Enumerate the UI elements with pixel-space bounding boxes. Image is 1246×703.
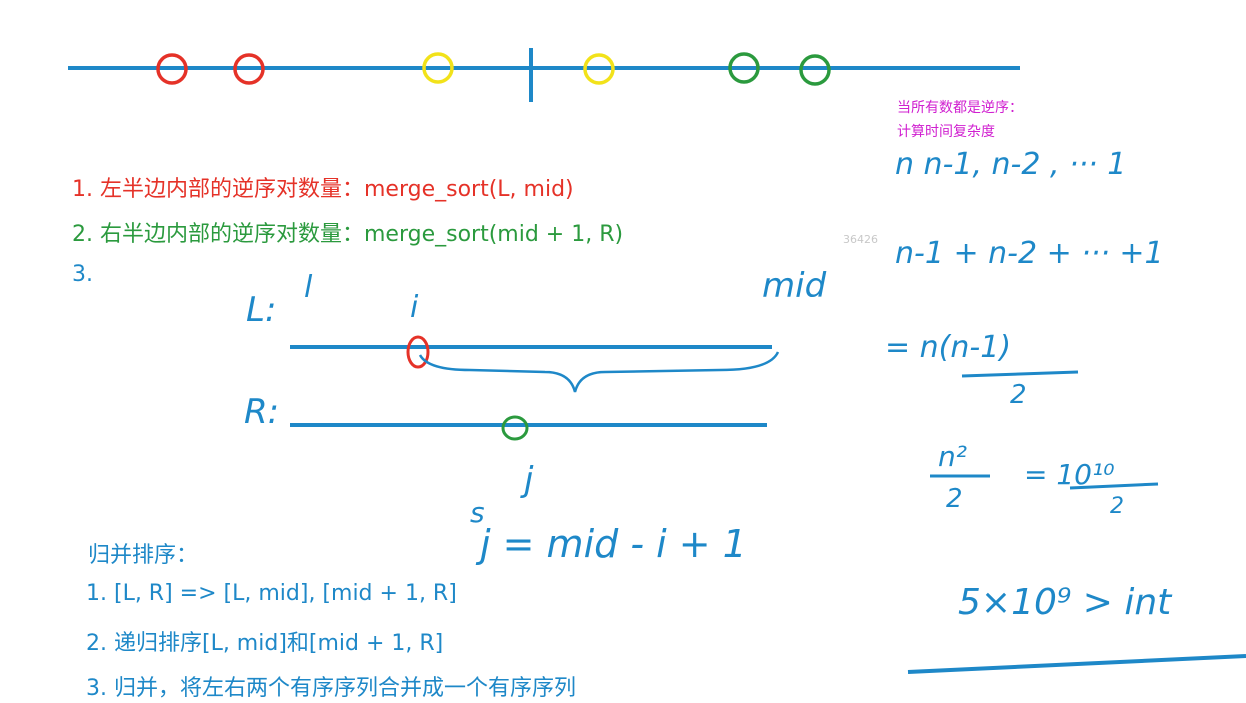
sum-formula-denominator: 2 <box>1010 380 1027 410</box>
i-pointer-circle <box>406 335 430 369</box>
green-circle-1 <box>728 52 760 84</box>
yellow-circle-2 <box>583 53 615 85</box>
label-l: l <box>304 270 313 305</box>
yellow-circle-1 <box>422 52 454 84</box>
fraction-bar-1 <box>961 370 1079 378</box>
merge-sort-step-1: 1. [L, R] => [L, mid], [mid + 1, R] <box>86 581 457 606</box>
left-inversions-text: 1. 左半边内部的逆序对数量：merge_sort(L, mid) <box>72 177 574 202</box>
int-overflow-note: 5×10⁹ > int <box>958 582 1172 623</box>
label-j: j <box>524 460 534 500</box>
red-circle-1 <box>156 53 188 85</box>
watermark-number: 36426 <box>843 233 878 246</box>
j-pointer-circle <box>501 415 529 441</box>
fraction-bar-3 <box>1069 482 1159 490</box>
ten-power-denominator: 2 <box>1110 494 1124 519</box>
merge-sort-title: 归并排序： <box>88 543 199 568</box>
right-inversions-text: 2. 右半边内部的逆序对数量：merge_sort(mid + 1, R) <box>72 222 624 247</box>
n-squared-denominator: 2 <box>946 484 963 514</box>
cross-inversions-text: 3. <box>72 262 93 287</box>
green-circle-2 <box>799 54 831 86</box>
sequence-terms: n n-1, n-2 , ··· 1 <box>895 147 1127 182</box>
merge-sort-step-3: 3. 归并，将左右两个有序序列合并成一个有序序列 <box>86 676 576 701</box>
n-squared-numerator: n² <box>938 440 967 473</box>
red-circle-2 <box>233 53 265 85</box>
sequence-sum: n-1 + n-2 + ··· +1 <box>895 236 1164 271</box>
merge-sort-step-2: 2. 递归排序[L, mid]和[mid + 1, R] <box>86 631 444 656</box>
ten-power-value: = 10¹⁰ <box>1024 458 1115 491</box>
sum-formula: = n(n-1) <box>885 330 1012 365</box>
formula-s-mark: s <box>470 496 485 529</box>
formula-j: j = mid - i + 1 <box>480 522 747 566</box>
label-L: L: <box>246 290 277 330</box>
reverse-order-note: 当所有数都是逆序： <box>897 100 1023 116</box>
label-R: R: <box>244 392 280 432</box>
range-brace <box>418 351 780 393</box>
label-mid: mid <box>762 266 827 306</box>
label-i: i <box>410 290 419 325</box>
complexity-note: 计算时间复杂度 <box>897 124 995 140</box>
bottom-underline <box>907 654 1246 674</box>
